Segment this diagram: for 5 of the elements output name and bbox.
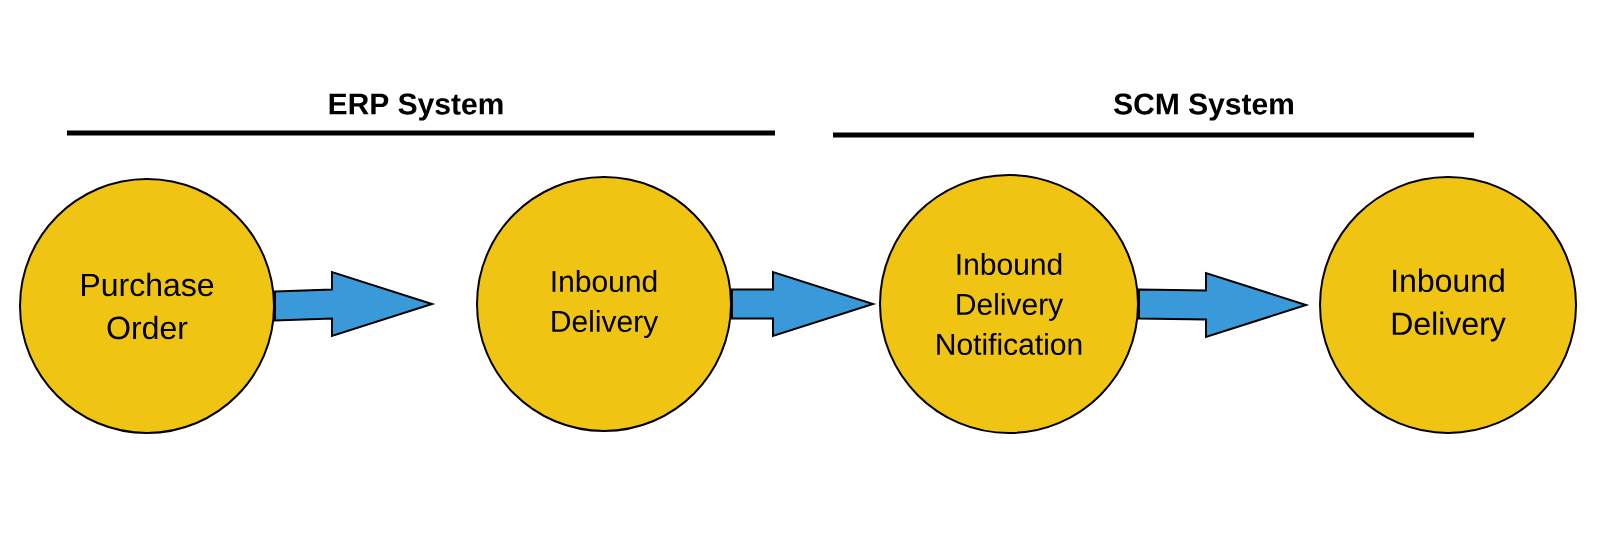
block-arrow — [274, 270, 436, 338]
block-arrow — [731, 270, 877, 338]
section-header: SCM System — [1114, 93, 1293, 121]
block-arrow — [1138, 271, 1310, 339]
section-header: ERP System — [329, 93, 503, 121]
